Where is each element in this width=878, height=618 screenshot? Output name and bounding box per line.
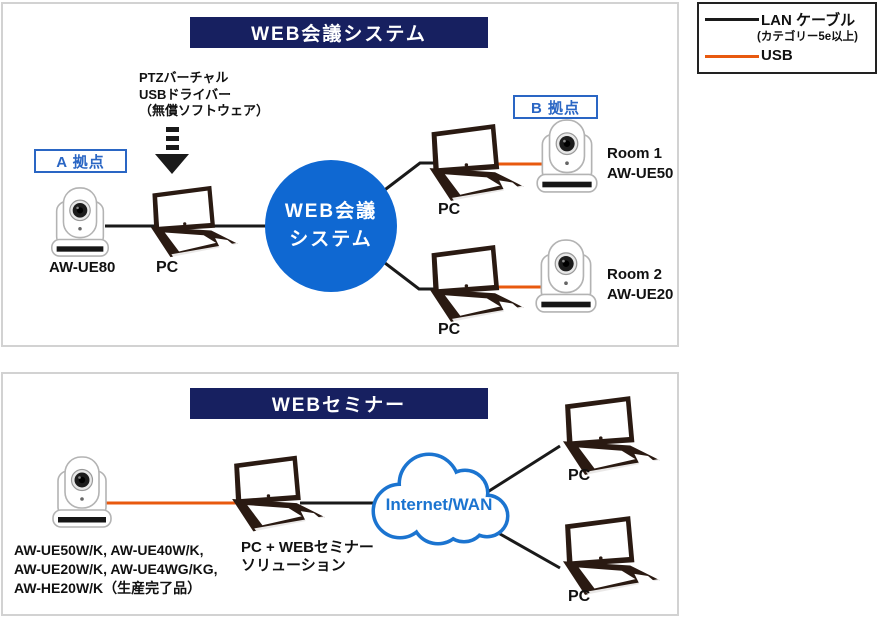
seminar-camera-models-line: AW-UE50W/K, AW-UE40W/K,: [14, 542, 204, 558]
pc-b2-label: PC: [438, 321, 461, 338]
pc-a-label: PC: [156, 259, 179, 276]
ptz-driver-note-line: PTZバーチャル: [139, 70, 229, 85]
hub-label-line: システム: [289, 229, 373, 250]
room2-model: AW-UE20: [607, 286, 674, 303]
laptop-icon: [429, 245, 524, 322]
seminar-title: WEBセミナー: [190, 388, 488, 419]
laptop-icon: [150, 185, 238, 258]
seminar-camera-models-line: AW-UE20W/K, AW-UE4WG/KG,: [14, 561, 218, 577]
usb-cable-label: USB: [761, 47, 793, 64]
seminar-pc-label-line: ソリューション: [241, 557, 346, 574]
seminar-camera-models-line: AW-HE20W/K（生産完了品）: [14, 580, 202, 596]
arrow-dash: [165, 127, 179, 132]
ptz-camera-icon: [52, 456, 112, 528]
seminar-pc-bottom-label: PC: [568, 588, 591, 605]
laptop-icon: [562, 516, 660, 595]
laptop-icon: [562, 396, 660, 475]
lan-cable-sample: [705, 18, 759, 21]
seminar-pc-label: PC + WEBセミナー ソリューション: [241, 539, 374, 575]
seminar-pc-top-label: PC: [568, 467, 591, 484]
ptz-driver-note-line: USBドライバー: [139, 86, 232, 102]
room2-label: Room 2 AW-UE20: [607, 265, 673, 305]
legend: LAN ケーブル (カテゴリー5e以上) USB: [697, 2, 877, 74]
hub-label-line: WEB会議: [284, 201, 378, 222]
room2-name: Room 2: [607, 266, 663, 283]
lan-cable-label: LAN ケーブル: [761, 12, 856, 29]
seminar-pc-label-line: PC + WEBセミナー: [241, 539, 374, 556]
pc-b1-label: PC: [438, 201, 461, 218]
lan-cable-note: (カテゴリー5e以上): [757, 31, 858, 43]
web-conference-hub: WEB会議 システム: [265, 160, 397, 292]
conference-title: WEB会議システム: [190, 17, 488, 48]
ptz-driver-note: PTZバーチャル USBドライバー （無償ソフトウェア）: [139, 70, 269, 120]
room1-name: Room 1: [607, 145, 663, 162]
down-arrow-icon: [155, 127, 189, 174]
site-a-label: A 拠点: [34, 149, 127, 173]
laptop-icon: [429, 124, 524, 201]
arrow-dash: [165, 136, 179, 141]
ptz-camera-icon: [535, 239, 597, 313]
internet-wan-label: Internet/WAN: [385, 495, 493, 514]
ptz-camera-icon: [536, 119, 598, 193]
camera-a-model: AW-UE80: [49, 259, 116, 276]
usb-cable-sample: [705, 55, 759, 58]
room1-model: AW-UE50: [607, 165, 674, 182]
arrow-head: [155, 154, 189, 174]
arrow-dash: [165, 145, 179, 150]
site-b-label: B 拠点: [513, 95, 598, 119]
ptz-driver-note-line: （無償ソフトウェア）: [139, 103, 270, 118]
ptz-camera-icon: [51, 187, 109, 257]
seminar-camera-models: AW-UE50W/K, AW-UE40W/K, AW-UE20W/K, AW-U…: [14, 541, 217, 598]
lan-cable-line: [477, 444, 561, 500]
room1-label: Room 1 AW-UE50: [607, 144, 673, 184]
laptop-icon: [232, 455, 325, 532]
